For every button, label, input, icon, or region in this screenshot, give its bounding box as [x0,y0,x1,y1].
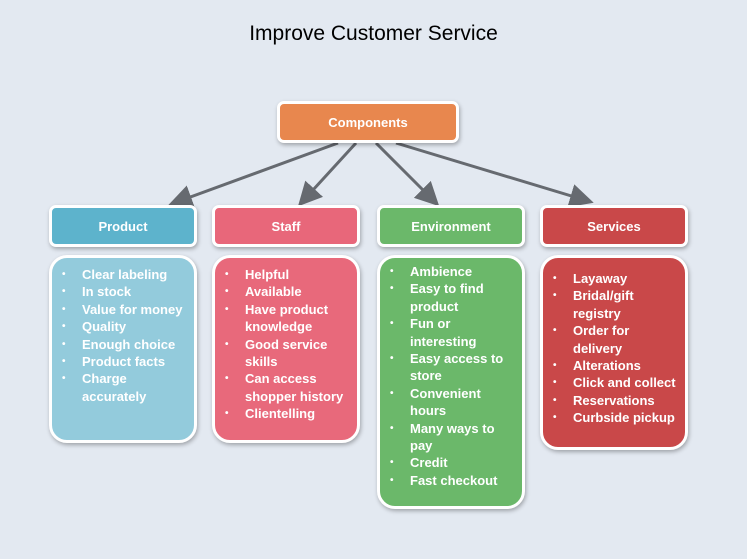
list-item: Fun or interesting [388,315,516,350]
list-item: Helpful [223,266,351,284]
category-items-product: Clear labelingIn stockValue for moneyQua… [49,255,197,443]
list-item: Convenient hours [388,385,516,420]
category-items-environment: AmbienceEasy to find productFun or inter… [377,255,525,509]
list-item: Easy to find product [388,280,516,315]
arrow-to-environment [374,141,440,207]
arrow-to-staff [297,141,358,207]
list-item: In stock [60,283,188,301]
list-item: Clientelling [223,405,351,423]
root-node-components: Components [277,101,459,143]
category-header-product: Product [49,205,197,247]
arrow-to-product [168,141,339,209]
category-items-staff: HelpfulAvailableHave product knowledgeGo… [212,255,360,443]
category-items-services: LayawayBridal/gift registryOrder for del… [540,255,688,450]
list-item: Order for delivery [551,322,679,357]
list-item: Clear labeling [60,266,188,284]
list-item: Quality [60,318,188,336]
list-item: Fast checkout [388,472,516,490]
list-item: Available [223,283,351,301]
list-item: Have product knowledge [223,301,351,336]
list-item: Many ways to pay [388,420,516,455]
list-item: Good service skills [223,336,351,371]
category-header-staff: Staff [212,205,360,247]
list-item: Credit [388,454,516,472]
list-item: Ambience [388,263,516,281]
category-header-environment: Environment [377,205,525,247]
list-item: Value for money [60,301,188,319]
diagram-title: Improve Customer Service [249,22,498,45]
list-item: Easy access to store [388,350,516,385]
list-item: Alterations [551,357,679,375]
list-item: Product facts [60,353,188,371]
list-item: Reservations [551,392,679,410]
list-item: Curbside pickup [551,409,679,427]
list-item: Can access shopper history [223,370,351,405]
arrow-to-services [395,141,594,208]
list-item: Charge accurately [60,370,188,405]
list-item: Click and collect [551,374,679,392]
list-item: Layaway [551,270,679,288]
list-item: Bridal/gift registry [551,287,679,322]
list-item: Enough choice [60,336,188,354]
category-header-services: Services [540,205,688,247]
